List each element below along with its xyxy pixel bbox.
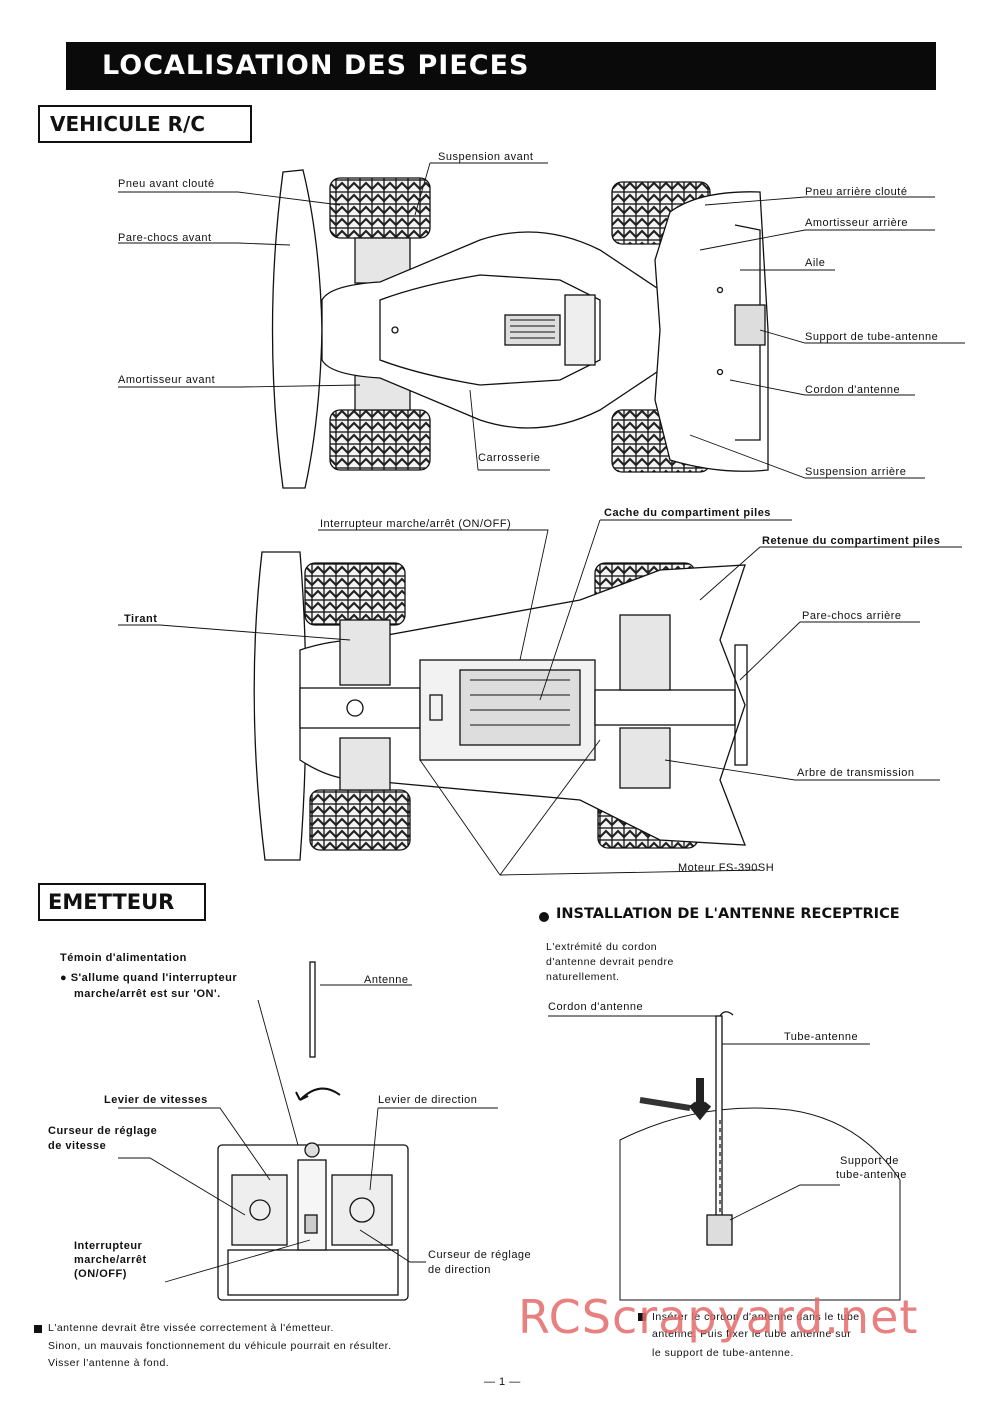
label-pare-chocs-avant: Pare-chocs avant [118,232,212,244]
antenna-tube [715,1015,723,1217]
label-interrupteur: Interrupteur marche/arrêt (ON/OFF) [320,518,512,530]
label-curseur-direction-2: de direction [428,1264,491,1276]
section-vehicle-title: VEHICULE R/C [38,105,252,143]
label-amortisseur-avant: Amortisseur avant [118,374,216,386]
label-moteur: Moteur FS-390SH [678,862,775,874]
label-temoin-desc-2: marche/arrêt est sur 'ON'. [74,988,221,1000]
label-temoin-desc-1: ● S'allume quand l'interrupteur [60,972,238,984]
section-transmitter-title: EMETTEUR [38,883,206,921]
label-aile: Aile [805,257,826,269]
footer-note-2: Sinon, un mauvais fonctionnement du véhi… [48,1340,392,1352]
antenna-leaders [548,1015,870,1221]
label-levier-direction: Levier de direction [378,1094,478,1106]
label-arbre: Arbre de transmission [797,767,915,779]
antenna-note-2: antenne. Puis fixer le tube antenne sur [652,1328,852,1340]
label-suspension-arriere: Suspension arrière [805,466,907,478]
footer-note-1: L'antenne devrait être vissée correcteme… [48,1322,334,1334]
page-number: — 1 — [484,1376,521,1388]
front-wheel-bottom [329,409,431,471]
label-carrosserie: Carrosserie [478,452,541,464]
temoin-desc-1-text: S'allume quand l'interrupteur [70,972,238,984]
label-pneu-arriere: Pneu arrière clouté [805,186,908,198]
label-interrupteur-2: marche/arrêt [74,1254,147,1266]
label-antenna-support-1: Support de [840,1155,899,1167]
label-amortisseur-arriere: Amortisseur arrière [805,217,909,229]
car-bottom-view [253,551,748,861]
bottom-front-wheel-bottom [309,789,411,851]
antenna-note-1: Insérer le cordon d'antenne dans le tube [652,1311,860,1323]
label-retenue-piles: Retenue du compartiment piles [762,535,941,547]
label-interrupteur-1: Interrupteur [74,1240,143,1252]
antenna-desc-1: L'extrémité du cordon [546,941,658,953]
label-antenna-tube: Tube-antenne [784,1031,859,1043]
label-interrupteur-3: (ON/OFF) [74,1268,127,1280]
front-wheel-top [329,177,431,239]
label-temoin: Témoin d'alimentation [60,952,187,964]
label-antenna-support-2: tube-antenne [836,1169,907,1181]
page-title: LOCALISATION DES PIECES [66,42,936,90]
bottom-view-leaders [118,519,962,876]
antenna-note-3: le support de tube-antenne. [652,1347,794,1359]
watermark-text: RCScrapyard.net [518,1290,919,1344]
rear-wing [654,191,769,472]
footer-note-3: Visser l'antenne à fond. [48,1357,170,1369]
label-antenna-cordon: Cordon d'antenne [548,1001,644,1013]
top-view-leaders [118,162,965,479]
label-curseur-vitesse-2: de vitesse [48,1140,107,1152]
battery-compartment [459,669,581,746]
transmitter-drawing [217,961,409,1301]
label-support-tube: Support de tube-antenne [805,331,939,343]
front-bumper-shape [271,169,323,489]
label-cordon-antenne: Cordon d'antenne [805,384,901,396]
transmitter-leaders [118,984,498,1283]
label-tirant: Tirant [124,613,158,625]
section-antenna-install-title: INSTALLATION DE L'ANTENNE RECEPTRICE [556,906,900,922]
label-levier-vitesses: Levier de vitesses [104,1094,208,1106]
car-top-view [271,169,769,489]
antenna-desc-3: naturellement. [546,971,620,983]
label-antenne: Antenne [364,974,409,986]
label-cache-piles: Cache du compartiment piles [604,507,771,519]
front-bumper-bottom [253,551,307,861]
label-suspension-avant: Suspension avant [438,151,534,163]
label-pneu-avant: Pneu avant clouté [118,178,215,190]
label-curseur-direction-1: Curseur de réglage [428,1249,532,1261]
label-pare-chocs-arriere: Pare-chocs arrière [802,610,902,622]
antenna-rod [309,961,316,1058]
antenna-install-drawing [619,1011,901,1301]
antenna-desc-2: d'antenne devrait pendre [546,956,674,968]
bottom-front-wheel-top [304,562,406,626]
label-curseur-vitesse-1: Curseur de réglage [48,1125,158,1137]
